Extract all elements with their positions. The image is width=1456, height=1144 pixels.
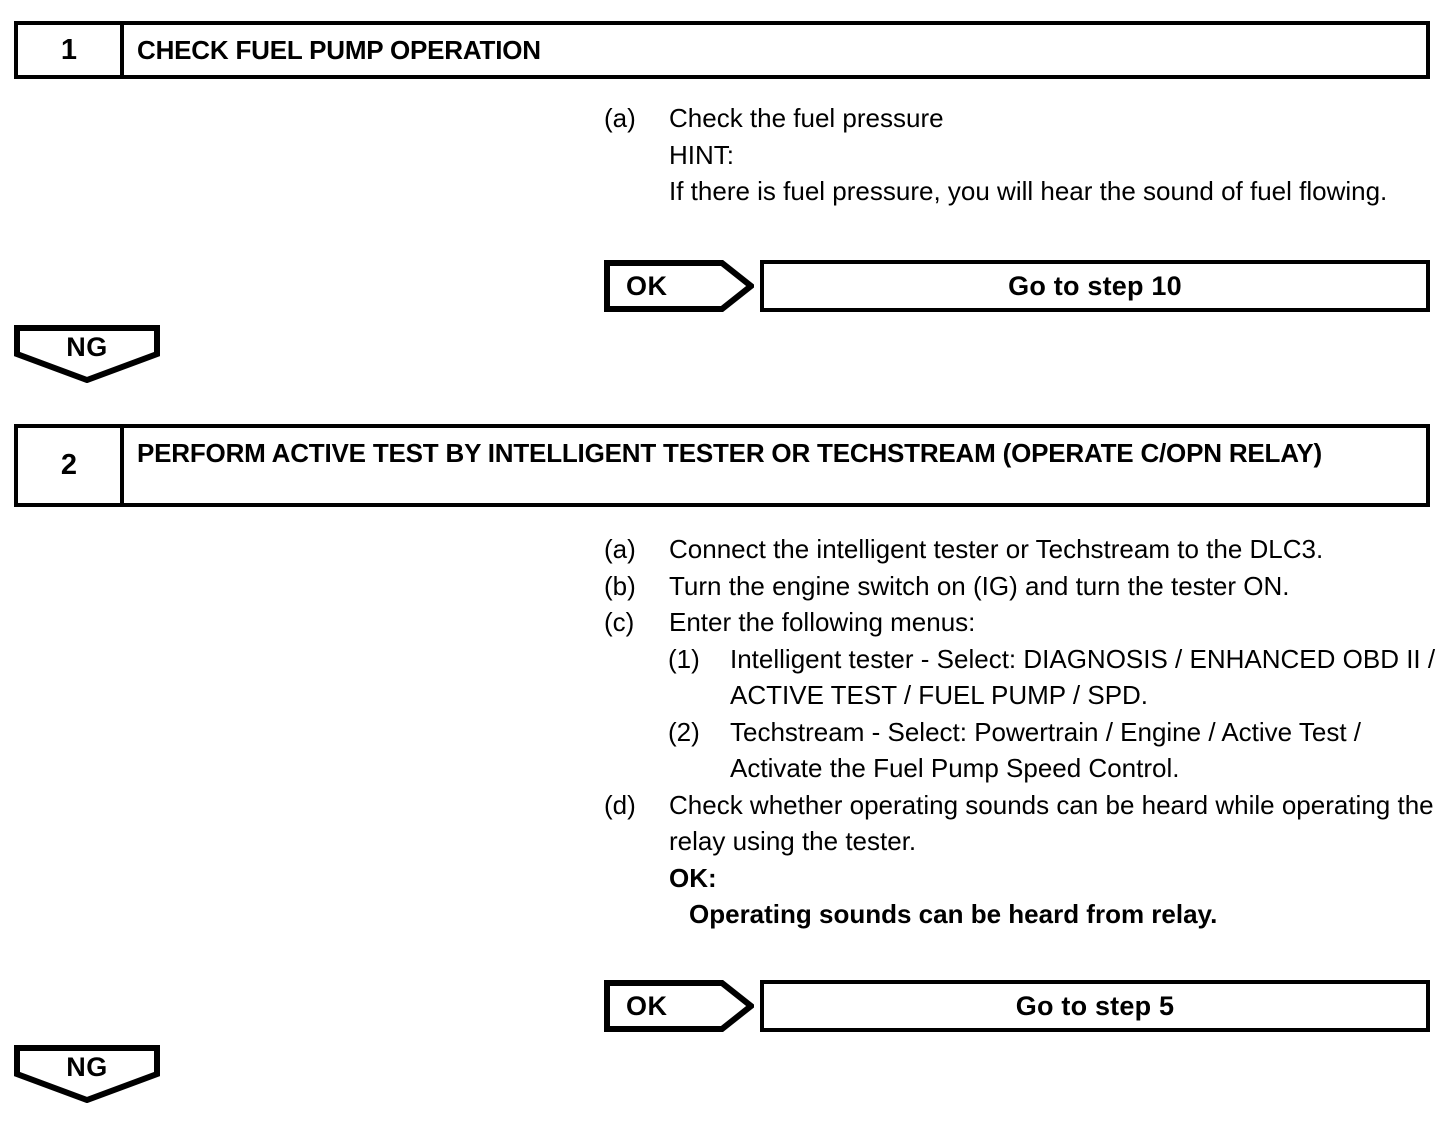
step-2-item-b: (b) Turn the engine switch on (IG) and t… [604, 568, 1444, 605]
step-1-title: CHECK FUEL PUMP OPERATION [137, 35, 541, 65]
step-1-number: 1 [18, 25, 124, 75]
item-marker: (a) [604, 103, 636, 133]
item-content: Enter the following menus: [669, 607, 976, 637]
pentagon-right-shape [604, 980, 754, 1032]
goto-label: Go to step 5 [1015, 990, 1175, 1021]
goto-label: Go to step 10 [1008, 270, 1182, 301]
ng-pentagon-tag-2[interactable]: NG [14, 1045, 160, 1103]
ok-label: OK [626, 990, 668, 1021]
step-2-header: 2 PERFORM ACTIVE TEST BY INTELLIGENT TES… [14, 424, 1430, 507]
step-1-judgement-ok: OK Go to step 10 [604, 260, 1430, 312]
subitem-content: Intelligent tester - Select: DIAGNOSIS /… [730, 643, 1436, 711]
step-1-body: (a) Check the fuel pressure HINT: If the… [604, 100, 1444, 210]
step-2-judgement-ok: OK Go to step 5 [604, 980, 1430, 1032]
item-marker: (a) [604, 534, 636, 564]
step-2-item-d: (d) Check whether operating sounds can b… [604, 787, 1444, 860]
item-marker: (d) [604, 789, 636, 820]
subitem-marker: (1) [668, 643, 700, 674]
ok-label: OK [626, 270, 668, 301]
step-2-item-c-sub-1: (1) Intelligent tester - Select: DIAGNOS… [604, 641, 1444, 714]
item-line-hint-text: If there is fuel pressure, you will hear… [669, 176, 1388, 206]
step-2-item-a: (a) Connect the intelligent tester or Te… [604, 531, 1444, 568]
pentagon-down-shape [14, 325, 160, 383]
goto-box-step-5[interactable]: Go to step 5 [760, 980, 1430, 1032]
subitem-marker: (2) [668, 716, 700, 747]
step-2-ok-heading: OK: [669, 862, 717, 893]
item-content: Check the fuel pressure HINT: If there i… [669, 100, 1444, 210]
ok-pentagon-tag-1[interactable]: OK [604, 260, 754, 312]
ok-pentagon-tag-2[interactable]: OK [604, 980, 754, 1032]
step-2-title: PERFORM ACTIVE TEST BY INTELLIGENT TESTE… [137, 438, 1323, 468]
ng-label: NG [66, 332, 108, 362]
item-marker: (b) [604, 570, 636, 601]
step-2-ok-result: Operating sounds can be heard from relay… [689, 899, 1218, 929]
subitem-content: Techstream - Select: Powertrain / Engine… [730, 716, 1362, 784]
pentagon-right-shape [604, 260, 754, 312]
item-content: Connect the intelligent tester or Techst… [669, 534, 1324, 564]
step-2-item-c: (c) Enter the following menus: [604, 604, 1444, 641]
goto-box-step-10[interactable]: Go to step 10 [760, 260, 1430, 312]
item-marker: (c) [604, 607, 635, 637]
ng-pentagon-tag-1[interactable]: NG [14, 325, 160, 383]
step-2-number: 2 [18, 428, 124, 503]
item-content: Turn the engine switch on (IG) and turn … [669, 570, 1290, 601]
step-1-header: 1 CHECK FUEL PUMP OPERATION [14, 21, 1430, 79]
step-1-item-a: (a) Check the fuel pressure HINT: If the… [604, 100, 1444, 210]
pentagon-down-shape [14, 1045, 160, 1103]
item-line: Check the fuel pressure [669, 103, 944, 133]
ng-label: NG [66, 1052, 108, 1082]
item-content: Check whether operating sounds can be he… [669, 789, 1434, 857]
step-2-item-c-sub-2: (2) Techstream - Select: Powertrain / En… [604, 714, 1444, 787]
item-line-hint-label: HINT: [669, 139, 734, 170]
step-2-body: (a) Connect the intelligent tester or Te… [604, 531, 1444, 933]
